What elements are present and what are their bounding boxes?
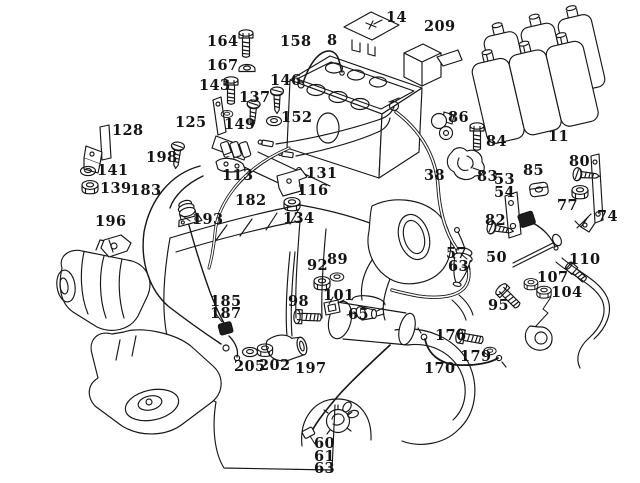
battery-illustration bbox=[233, 55, 423, 193]
grommet-193 bbox=[177, 199, 203, 228]
alternator-illustration bbox=[56, 239, 151, 331]
bracket-125 bbox=[211, 96, 252, 161]
screw-198 bbox=[168, 140, 186, 170]
ground-cable-170 bbox=[424, 338, 499, 367]
bolt-143 bbox=[223, 76, 239, 105]
nut-139 bbox=[81, 180, 99, 195]
cable-183 bbox=[142, 165, 222, 345]
nut-107 bbox=[523, 278, 539, 291]
harness-wire bbox=[295, 117, 391, 157]
harness-wire bbox=[275, 106, 395, 145]
cables-illustration bbox=[142, 50, 559, 439]
brackets-illustration bbox=[83, 96, 611, 369]
cable-158 bbox=[302, 50, 343, 84]
washer-89 bbox=[329, 272, 345, 282]
cable-to-grommet bbox=[169, 175, 204, 209]
screw-146 bbox=[269, 86, 285, 115]
nut-134 bbox=[283, 197, 301, 212]
grommet-85 bbox=[529, 181, 549, 198]
oil-pan bbox=[213, 401, 336, 471]
battery-terminal bbox=[388, 100, 400, 112]
cable-60 bbox=[311, 344, 391, 432]
terminal-boot-50 bbox=[452, 247, 473, 287]
crankshaft-pulley bbox=[323, 401, 359, 435]
bolt-110 bbox=[563, 260, 589, 285]
leader-line bbox=[373, 19, 383, 25]
battery-cell-pack-illustration bbox=[471, 5, 606, 144]
hose-elbow-197 bbox=[265, 334, 308, 362]
bolt-176 bbox=[454, 328, 485, 348]
bolt-95 bbox=[493, 281, 524, 312]
bolt-164 bbox=[238, 29, 254, 58]
nut-77 bbox=[571, 185, 589, 200]
connector-185-187 bbox=[217, 321, 234, 336]
clamp-101 bbox=[323, 299, 345, 316]
bracket-53-54 bbox=[504, 191, 536, 239]
grommet-83 bbox=[446, 147, 485, 181]
battery-cover-illustration bbox=[343, 11, 400, 57]
bracket-116 bbox=[276, 168, 308, 197]
valve-cover-hatching bbox=[213, 208, 300, 244]
bracket-stay-right bbox=[512, 233, 611, 369]
clamp-167 bbox=[238, 63, 256, 73]
washer-179 bbox=[483, 346, 497, 356]
nut-104 bbox=[536, 285, 552, 299]
connector-65 bbox=[355, 306, 385, 321]
bracket-196 bbox=[100, 234, 132, 258]
fasteners-illustration bbox=[79, 29, 601, 358]
sensor-wire bbox=[186, 217, 225, 324]
washer-205 bbox=[241, 346, 259, 358]
clip-86 bbox=[430, 111, 455, 141]
relay-illustration bbox=[403, 43, 463, 87]
leader-lines bbox=[180, 214, 552, 445]
bracket-128 bbox=[83, 124, 112, 174]
dipstick-tube bbox=[285, 251, 296, 337]
bracket-113 bbox=[215, 151, 246, 173]
bolt-84 bbox=[469, 122, 485, 151]
intake-manifold bbox=[360, 199, 452, 321]
battery-cell-caps bbox=[306, 62, 388, 111]
washer-152 bbox=[265, 115, 283, 127]
bracket-74 bbox=[574, 153, 604, 233]
screw-137 bbox=[244, 99, 261, 128]
bell-housing bbox=[394, 328, 476, 445]
engine-illustration bbox=[56, 199, 476, 471]
bolt-98 bbox=[292, 308, 323, 326]
engine-front-cover bbox=[88, 329, 222, 435]
